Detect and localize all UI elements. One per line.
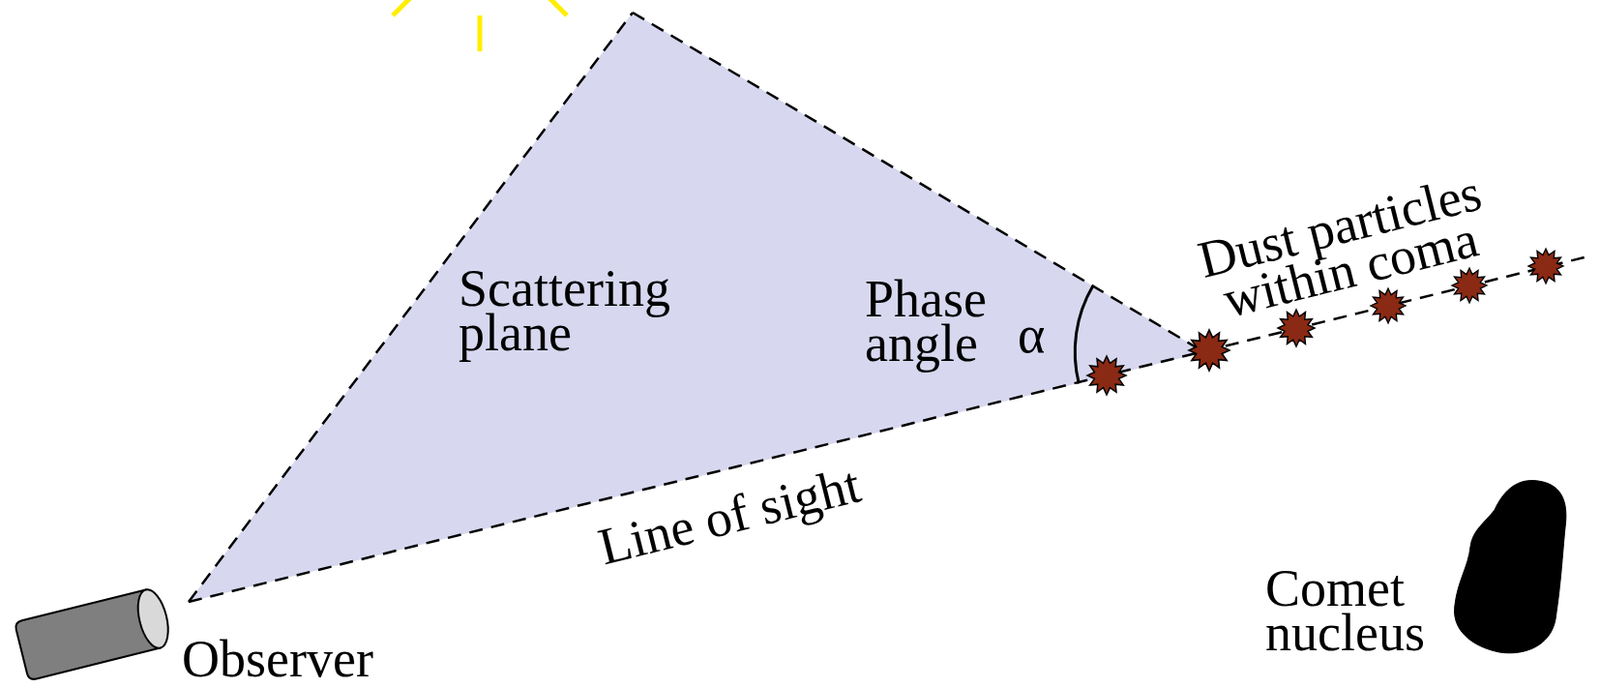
sun-ray [392,0,418,16]
comet-nucleus [1453,480,1566,653]
nucleus-label: Comet nucleus [1265,565,1440,655]
camera-lens [132,586,174,652]
sun-rays [356,0,603,52]
dust-particle [1087,355,1126,395]
line-label: Line of sight [594,461,865,569]
dashed-lines [188,12,1593,602]
dust-particle [1277,309,1315,347]
angle-symbol: α [1017,312,1045,357]
phase-angle-arc [1074,286,1094,385]
angle-label: Phase angle [864,276,1001,366]
region-label: Scattering plane [458,266,686,356]
sun-ray [541,0,567,16]
dust-particle [1451,267,1487,303]
dust-particle [1370,288,1406,324]
sun-ray [477,15,483,52]
camera-icon [14,586,174,681]
dust-particle [1188,329,1230,371]
scattering-plane [188,12,1205,602]
dust-particle [1528,248,1564,284]
particles-label: Dust particles within coma [1185,167,1504,327]
observer-label: Observer [181,636,374,682]
line-of-sight [188,255,1593,602]
